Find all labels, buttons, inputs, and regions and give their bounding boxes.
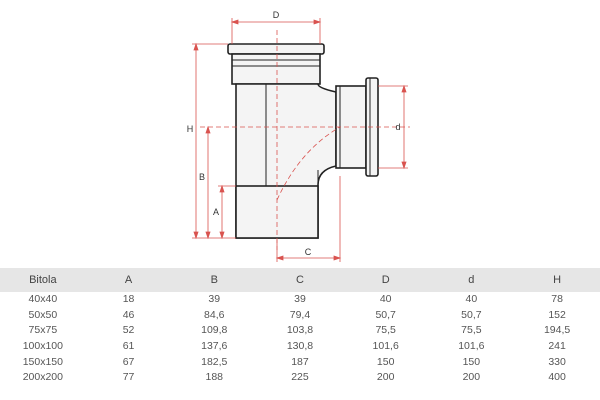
table-cell: 46: [122, 308, 135, 321]
table-cell: 52: [122, 324, 135, 337]
table-cell: 61: [122, 340, 135, 353]
table-row: 50x50 46 84,6 79,4 50,7 50,7 152: [0, 308, 600, 324]
table-cell: 67: [122, 355, 135, 368]
table-row: 75x75 52 109,8 103,8 75,5 75,5 194,5: [0, 323, 600, 339]
table-cell: 187: [291, 355, 309, 368]
table-cell: 79,4: [289, 308, 311, 321]
table-cell: 241: [548, 340, 566, 353]
table-row: 200x200 77 188 225 200 200 400: [0, 370, 600, 386]
header-h: H: [514, 268, 600, 292]
table-cell: 75x75: [28, 324, 58, 337]
table-row: 100x100 61 137,6 130,8 101,6 101,6 241: [0, 339, 600, 355]
table-cell: 50,7: [375, 308, 396, 321]
table-row: 40x40 18 39 39 40 40 78: [0, 292, 600, 308]
table-cell: 200: [376, 371, 395, 384]
header-a: A: [85, 268, 172, 292]
label-D: D: [273, 10, 280, 20]
dimension-lines: [192, 18, 408, 262]
table-cell: 100x100: [22, 340, 63, 353]
table-cell: 78: [551, 293, 563, 306]
tee-outline: [227, 43, 379, 239]
table-cell: 50x50: [28, 308, 58, 321]
dimensions-table: Bitola A B C D d H 40x40 18 39 39 40 40 …: [0, 268, 600, 386]
label-A: A: [213, 207, 219, 217]
table-cell: 150x150: [22, 355, 63, 368]
label-H: H: [187, 124, 194, 134]
table-cell: 39: [208, 293, 221, 306]
table-cell: 225: [291, 371, 309, 384]
table-cell: 188: [205, 371, 224, 384]
label-d: d: [395, 122, 400, 132]
table-cell: 150: [462, 355, 481, 368]
tee-fitting-drawing: D H B A C d: [187, 10, 410, 262]
table-cell: 40: [379, 293, 392, 306]
table-cell: 400: [548, 371, 566, 384]
table-cell: 40: [465, 293, 478, 306]
table-cell: 137,6: [201, 340, 228, 353]
table-cell: 101,6: [458, 340, 485, 353]
label-B: B: [199, 172, 205, 182]
table-cell: 84,6: [204, 308, 225, 321]
table-cell: 18: [122, 293, 135, 306]
table-cell: 200x200: [22, 371, 63, 384]
table-header-row: Bitola A B C D d H: [0, 268, 600, 292]
table-cell: 77: [122, 371, 135, 384]
table-cell: 40x40: [28, 293, 58, 306]
header-d-inner: d: [428, 268, 515, 292]
header-c: C: [257, 268, 343, 292]
table-cell: 152: [548, 308, 566, 321]
header-d-outer: D: [342, 268, 429, 292]
table-cell: 101,6: [372, 340, 399, 353]
header-bitola: Bitola: [0, 268, 86, 292]
table-cell: 150: [376, 355, 395, 368]
table-cell: 39: [294, 293, 306, 306]
table-cell: 103,8: [286, 324, 314, 337]
table-cell: 130,8: [286, 340, 314, 353]
table-cell: 194,5: [543, 324, 571, 337]
top-socket: [227, 43, 325, 55]
table-cell: 75,5: [375, 324, 396, 337]
top-socket-ring: [231, 53, 321, 85]
table-cell: 109,8: [201, 324, 228, 337]
center-lines: [200, 30, 410, 250]
table-cell: 182,5: [201, 355, 228, 368]
table-cell: 75,5: [461, 324, 482, 337]
table-row: 150x150 67 182,5 187 150 150 330: [0, 354, 600, 370]
header-b: B: [171, 268, 258, 292]
table-cell: 50,7: [461, 308, 482, 321]
label-C: C: [305, 247, 312, 257]
table-cell: 330: [548, 355, 566, 368]
table-cell: 200: [462, 371, 481, 384]
